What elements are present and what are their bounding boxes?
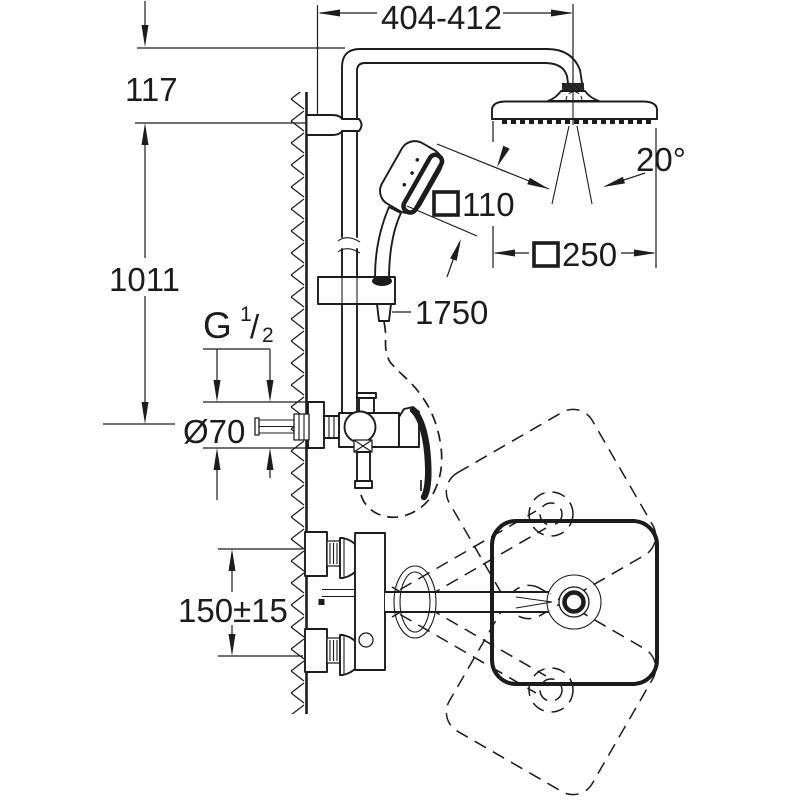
dim-escutcheon: Ø70 (183, 401, 312, 500)
mixer-lever-arm (409, 406, 432, 501)
dim-hand-shower-face-label: 110 (462, 186, 515, 223)
dim-hose-length-label: 1750 (415, 294, 488, 331)
mixer-outlet (356, 451, 371, 482)
dim-spray-angle-label: 20° (636, 141, 686, 178)
dim-rail-height-label: 1011 (109, 261, 180, 298)
thread-numerator: 1 (240, 303, 252, 326)
square-symbol-110 (432, 190, 460, 217)
dim-spray-angle: 20° (527, 141, 686, 189)
dim-width-range: 404-412 (316, 0, 574, 114)
ball-joint-top (546, 574, 602, 630)
arm-bell-escutcheon (393, 565, 437, 639)
dim-escutcheon-label: Ø70 (183, 413, 245, 450)
top-view (304, 408, 659, 796)
dim-top-offset-label: 117 (125, 71, 178, 108)
swivel-arm (384, 565, 602, 639)
wall-section (289, 92, 308, 714)
dim-hose-length: 1750 (392, 294, 488, 331)
thread-slash: / (250, 308, 260, 345)
dim-head-shower-face: 250 (492, 128, 657, 273)
hand-shower (374, 140, 445, 281)
dim-connection-spacing-label: 150±15 (178, 592, 288, 629)
dim-rail-height: 1011 (103, 123, 180, 425)
dim-top-offset: 117 (125, 1, 345, 124)
supply-pipe (254, 413, 310, 441)
square-symbol-250 (532, 241, 560, 268)
dim-hand-shower-face: 110 (406, 121, 550, 278)
head-shower-top-outline (490, 519, 659, 686)
hand-shower-handle (374, 206, 402, 281)
thread-denominator: 2 (262, 324, 274, 347)
dim-head-shower-face-label: 250 (562, 236, 617, 273)
mixer-valve (307, 392, 432, 501)
head-shower (491, 82, 658, 205)
dim-width-range-label: 404-412 (381, 0, 502, 36)
dim-thread: G 1 / 2 (203, 303, 274, 402)
top-supply-connection (304, 531, 361, 579)
side-view (254, 48, 658, 519)
hose-connector (376, 303, 392, 322)
thread-g: G (203, 305, 232, 346)
wall-bracket (305, 114, 363, 136)
shower-hose (359, 321, 443, 519)
hand-shower-holder (317, 276, 396, 322)
mixer-ball-joint (343, 410, 377, 444)
dimension-annotations: 404-412 117 1011 G 1 / 2 (103, 0, 686, 657)
bottom-supply-connection (304, 628, 361, 676)
spray-nozzles (502, 119, 651, 124)
dim-connection-spacing: 150±15 (178, 548, 303, 657)
